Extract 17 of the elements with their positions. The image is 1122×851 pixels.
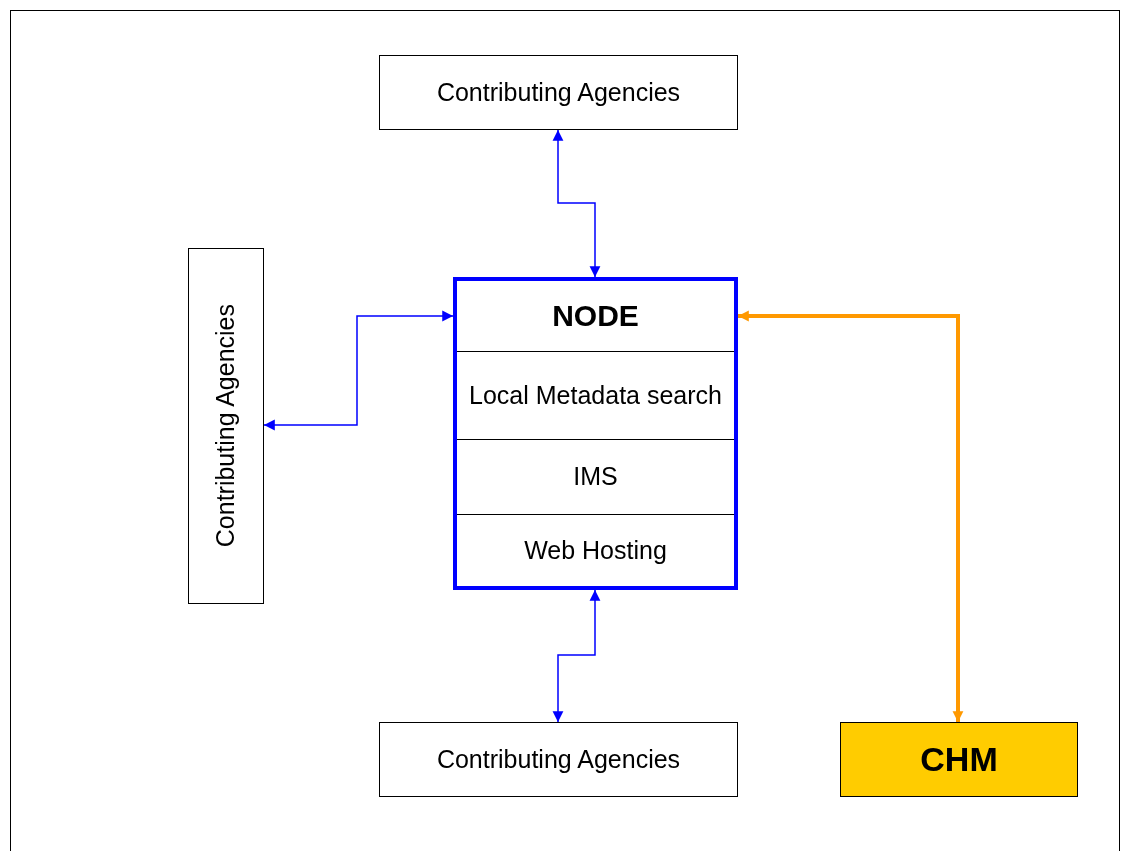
- box-label: Contributing Agencies: [435, 76, 682, 108]
- hub-box: [840, 722, 1078, 797]
- agency-box: [188, 248, 264, 604]
- double-arrow: [552, 589, 601, 723]
- box-label: Web Hosting: [523, 534, 668, 566]
- box-label: Contributing Agencies: [210, 304, 241, 548]
- agency-box: [379, 55, 738, 130]
- box-label: Local Metadata search: [468, 379, 723, 411]
- box-label: CHM: [919, 738, 999, 780]
- double-arrow: [738, 310, 964, 723]
- double-arrow: [552, 129, 601, 278]
- double-arrow: [263, 310, 454, 431]
- box-label: Contributing Agencies: [435, 743, 682, 775]
- agency-box: [379, 722, 738, 797]
- node-title: NODE: [551, 297, 640, 334]
- box-label: IMS: [572, 461, 619, 493]
- node-box: [453, 277, 738, 590]
